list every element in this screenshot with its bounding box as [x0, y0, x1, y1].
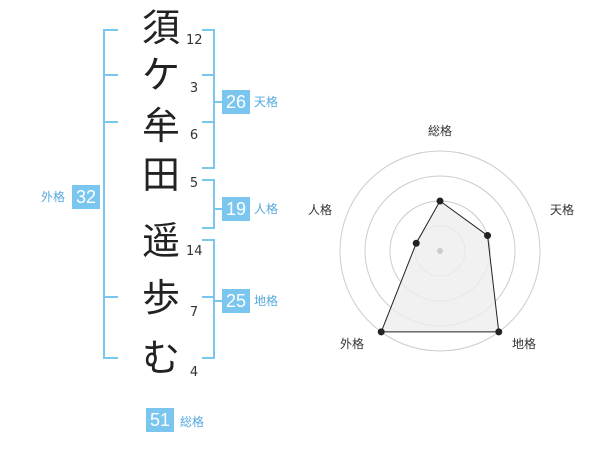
radar-polygon — [380, 200, 500, 333]
jinkaku-label: 人格 — [254, 202, 279, 216]
radar-point-5 — [412, 239, 420, 247]
chikaku-label: 地格 — [254, 294, 279, 308]
stroke-count-1: 12 — [186, 33, 203, 48]
radar-point-1 — [436, 197, 444, 205]
radar-axis-label-tenkaku: 天格 — [549, 203, 574, 217]
name-char-7: む — [141, 336, 180, 380]
radar-axis-label-chikaku: 地格 — [511, 337, 536, 351]
radar-point-4 — [377, 328, 385, 336]
soukaku-value: 51 — [146, 408, 174, 432]
stroke-count-3: 6 — [189, 128, 199, 143]
name-char-5: 遥 — [141, 219, 180, 263]
chikaku-value: 25 — [222, 289, 250, 313]
stroke-count-5: 14 — [186, 244, 203, 259]
stroke-count-6: 7 — [189, 305, 199, 320]
gaikaku-label: 外格 — [41, 190, 66, 204]
stroke-count-2: 3 — [189, 81, 199, 96]
radar-ring — [339, 150, 541, 352]
soukaku-label: 総格 — [180, 415, 205, 429]
gaikaku-value: 32 — [72, 185, 100, 209]
radar-point-2 — [484, 232, 492, 240]
name-char-6: 歩 — [141, 276, 180, 320]
radar-center — [437, 248, 443, 254]
stroke-count-4: 5 — [189, 176, 199, 191]
tenkaku-value: 26 — [222, 90, 250, 114]
tenkaku-label: 天格 — [254, 95, 279, 109]
stroke-count-7: 4 — [189, 365, 199, 380]
radar-axis-label-gaikaku: 外格 — [339, 337, 364, 351]
radar-point-3 — [495, 328, 503, 336]
jinkaku-value: 19 — [222, 197, 250, 221]
radar-axis-label-soukaku: 総格 — [427, 124, 452, 138]
name-char-2: ケ — [141, 53, 180, 97]
radar-axis-label-jinkaku: 人格 — [307, 203, 332, 217]
name-char-3: 牟 — [141, 104, 180, 148]
name-char-1: 須 — [141, 6, 180, 50]
name-char-4: 田 — [141, 153, 180, 197]
